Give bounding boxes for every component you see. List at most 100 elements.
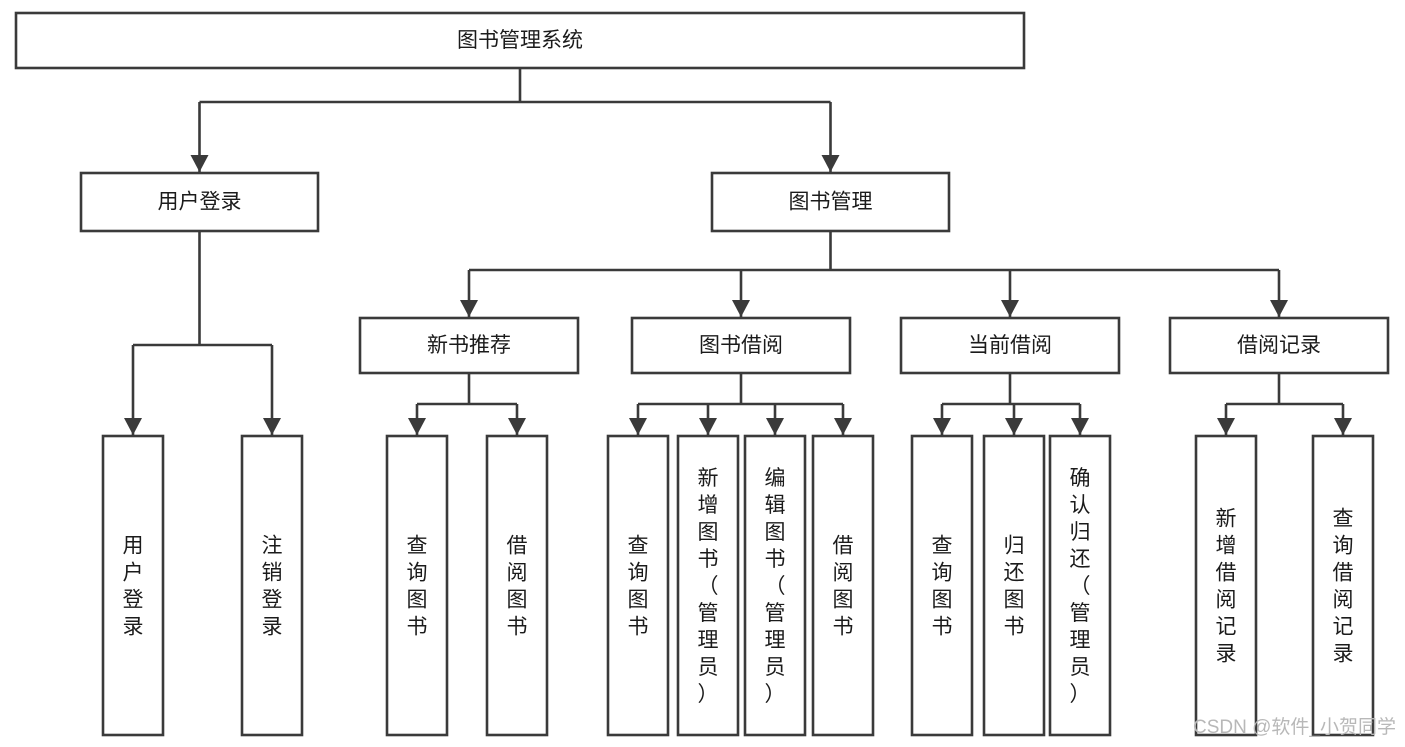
- node-box-book-borrow: [630, 316, 852, 375]
- node-label-char: 查: [932, 535, 953, 558]
- node-label-char: 增: [698, 494, 719, 517]
- node-label-char: 图: [932, 589, 953, 612]
- node-box-leaf-add-borrow-record: [1194, 434, 1258, 737]
- node-box-leaf-query-borrow-record: [1311, 434, 1375, 737]
- node-label-char: 书: [1004, 616, 1025, 639]
- node-label-char: 图: [507, 589, 528, 612]
- node-box-leaf-confirm-return-admin: [1048, 434, 1112, 737]
- node-label-char: 书: [833, 616, 854, 639]
- node-label-char: 图: [407, 589, 428, 612]
- node-label-char: 确: [1070, 467, 1091, 490]
- node-leaf-user-login[interactable]: 用户登录: [101, 434, 165, 737]
- node-label-char: 图: [698, 521, 719, 544]
- node-label-char: 记: [1333, 616, 1354, 639]
- node-label-char: 借: [833, 535, 854, 558]
- node-label-char: 辑: [765, 494, 786, 517]
- node-label-char: 图: [1004, 589, 1025, 612]
- node-label-char: 归: [1004, 535, 1025, 558]
- node-box-leaf-edit-book-admin: [743, 434, 807, 737]
- node-label-book-management: 图书管理: [789, 191, 873, 214]
- node-borrow-record[interactable]: 借阅记录: [1168, 316, 1390, 375]
- connector-layer: [124, 68, 1352, 435]
- node-label-char: 编: [765, 467, 786, 490]
- arrow-head-icon: [699, 418, 717, 435]
- node-label-char: 借: [1333, 562, 1354, 585]
- node-label-char: 新: [1216, 508, 1237, 531]
- node-label-char: 登: [123, 589, 144, 612]
- node-label-char: 查: [628, 535, 649, 558]
- node-box-leaf-add-book-admin: [676, 434, 740, 737]
- node-box-current-borrow: [899, 316, 1121, 375]
- node-book-borrow[interactable]: 图书借阅: [630, 316, 852, 375]
- node-label-char: 管: [1070, 602, 1091, 625]
- arrow-head-icon: [766, 418, 784, 435]
- node-label-char: 理: [1070, 629, 1091, 652]
- node-box-leaf-query-book-current: [910, 434, 974, 737]
- node-box-root: [14, 11, 1026, 70]
- node-new-book-recommend[interactable]: 新书推荐: [358, 316, 580, 375]
- arrow-head-icon: [1217, 418, 1235, 435]
- node-user-login[interactable]: 用户登录: [79, 171, 320, 233]
- arrow-head-icon: [1270, 300, 1288, 317]
- node-book-management[interactable]: 图书管理: [710, 171, 951, 233]
- node-label-new-book-recommend: 新书推荐: [427, 334, 511, 357]
- node-label-char: 销: [262, 562, 283, 585]
- node-box-book-management: [710, 171, 951, 233]
- node-label-char: 理: [698, 629, 719, 652]
- node-label-borrow-record: 借阅记录: [1237, 334, 1321, 357]
- node-label-char: ）: [765, 683, 786, 706]
- node-label-char: 录: [262, 616, 283, 639]
- node-label-char: 书: [698, 548, 719, 571]
- node-label-char: 员: [698, 656, 719, 679]
- node-label-char: 员: [1070, 656, 1091, 679]
- node-label-char: 书: [932, 616, 953, 639]
- arrow-head-icon: [732, 300, 750, 317]
- arrow-head-icon: [1334, 418, 1352, 435]
- node-label-char: 归: [1070, 521, 1091, 544]
- node-label-char: 询: [407, 562, 428, 585]
- node-label-char: 登: [262, 589, 283, 612]
- node-box-borrow-record: [1168, 316, 1390, 375]
- node-label-current-borrow: 当前借阅: [968, 334, 1052, 357]
- node-label-char: 借: [507, 535, 528, 558]
- node-box-leaf-logout: [240, 434, 304, 737]
- node-label-char: 询: [932, 562, 953, 585]
- node-label-char: 书: [628, 616, 649, 639]
- node-box-new-book-recommend: [358, 316, 580, 375]
- node-label-char: 阅: [1216, 589, 1237, 612]
- node-label-char: （: [698, 575, 719, 598]
- node-label-char: （: [765, 575, 786, 598]
- node-box-leaf-borrow-book: [811, 434, 875, 737]
- node-label-char: 录: [123, 616, 144, 639]
- node-label-char: 户: [123, 562, 144, 585]
- arrow-head-icon: [124, 418, 142, 435]
- node-label-char: 注: [262, 535, 283, 558]
- node-box-leaf-query-book-borrow: [606, 434, 670, 737]
- node-root[interactable]: 图书管理系统: [14, 11, 1026, 70]
- node-label-root: 图书管理系统: [457, 29, 583, 52]
- node-label-char: 认: [1070, 494, 1091, 517]
- node-label-char: 图: [833, 589, 854, 612]
- node-label-user-login: 用户登录: [158, 191, 242, 214]
- node-label-char: 记: [1216, 616, 1237, 639]
- node-label-char: 新: [698, 467, 719, 490]
- arrow-head-icon: [190, 155, 209, 172]
- node-label-char: 询: [628, 562, 649, 585]
- node-label-char: 录: [1333, 643, 1354, 666]
- node-current-borrow[interactable]: 当前借阅: [899, 316, 1121, 375]
- arrow-head-icon: [821, 155, 840, 172]
- node-label-char: 借: [1216, 562, 1237, 585]
